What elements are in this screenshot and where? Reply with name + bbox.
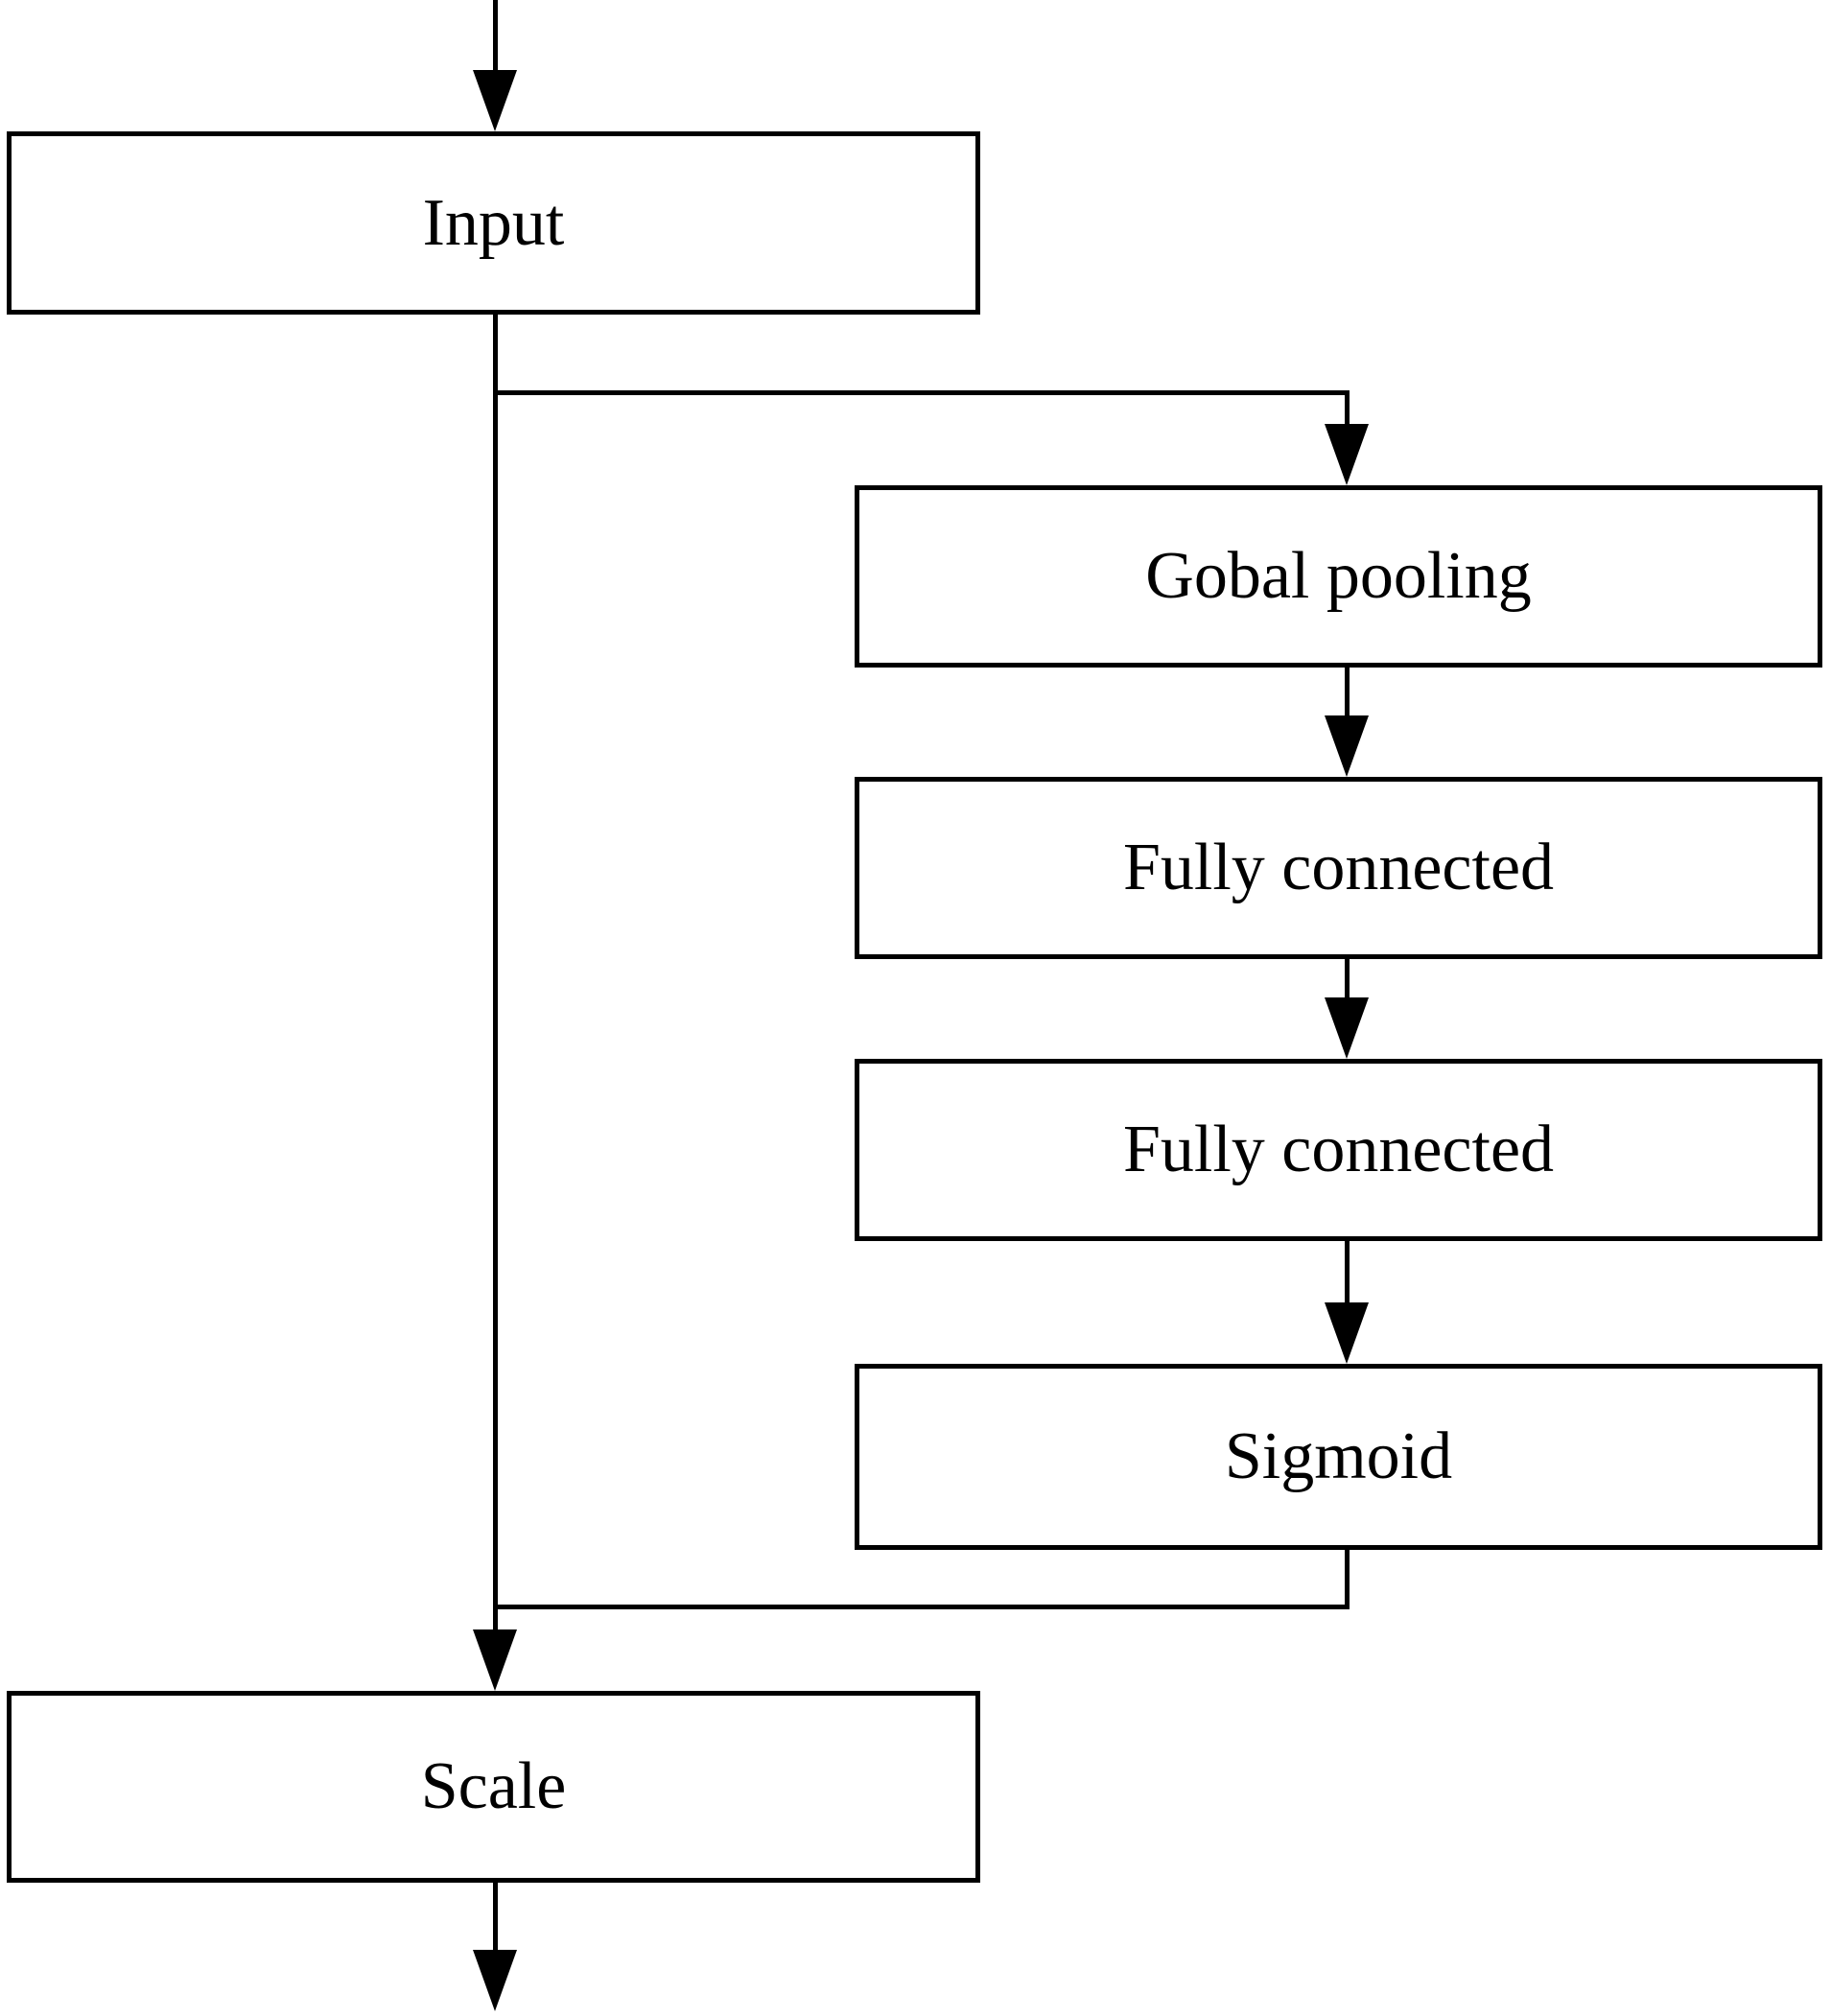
connector-branch-horizontal bbox=[493, 390, 1349, 395]
node-fully-connected-1: Fully connected bbox=[855, 777, 1822, 959]
connector-sigmoid-return-vertical bbox=[1345, 1550, 1350, 1609]
node-global-pooling: Gobal pooling bbox=[855, 485, 1822, 668]
node-global-pooling-label: Gobal pooling bbox=[1145, 539, 1532, 613]
connector-main-trunk bbox=[493, 315, 498, 1636]
node-input: Input bbox=[7, 131, 980, 315]
connector-top-to-input bbox=[493, 0, 498, 77]
arrow-down-icon bbox=[1325, 1302, 1369, 1364]
node-scale: Scale bbox=[7, 1691, 980, 1883]
connector-gp-to-fc1 bbox=[1345, 668, 1350, 720]
arrow-down-icon bbox=[1325, 424, 1369, 485]
arrow-down-icon bbox=[1325, 997, 1369, 1059]
connector-sigmoid-return-horizontal bbox=[493, 1605, 1350, 1609]
node-sigmoid: Sigmoid bbox=[855, 1364, 1822, 1550]
connector-fc2-to-sigmoid bbox=[1345, 1241, 1350, 1308]
node-fully-connected-2-label: Fully connected bbox=[1122, 1113, 1555, 1186]
arrow-down-icon bbox=[473, 1950, 517, 2011]
arrow-down-icon bbox=[473, 70, 517, 131]
connector-scale-to-output bbox=[493, 1883, 498, 1955]
connector-fc1-to-fc2 bbox=[1345, 959, 1350, 1002]
node-fully-connected-2: Fully connected bbox=[855, 1059, 1822, 1241]
node-sigmoid-label: Sigmoid bbox=[1224, 1419, 1453, 1493]
node-scale-label: Scale bbox=[420, 1749, 567, 1823]
connector-branch-vertical bbox=[1345, 390, 1350, 434]
node-input-label: Input bbox=[422, 185, 565, 260]
arrow-down-icon bbox=[1325, 715, 1369, 777]
node-fully-connected-1-label: Fully connected bbox=[1122, 831, 1555, 904]
arrow-down-icon bbox=[473, 1629, 517, 1691]
